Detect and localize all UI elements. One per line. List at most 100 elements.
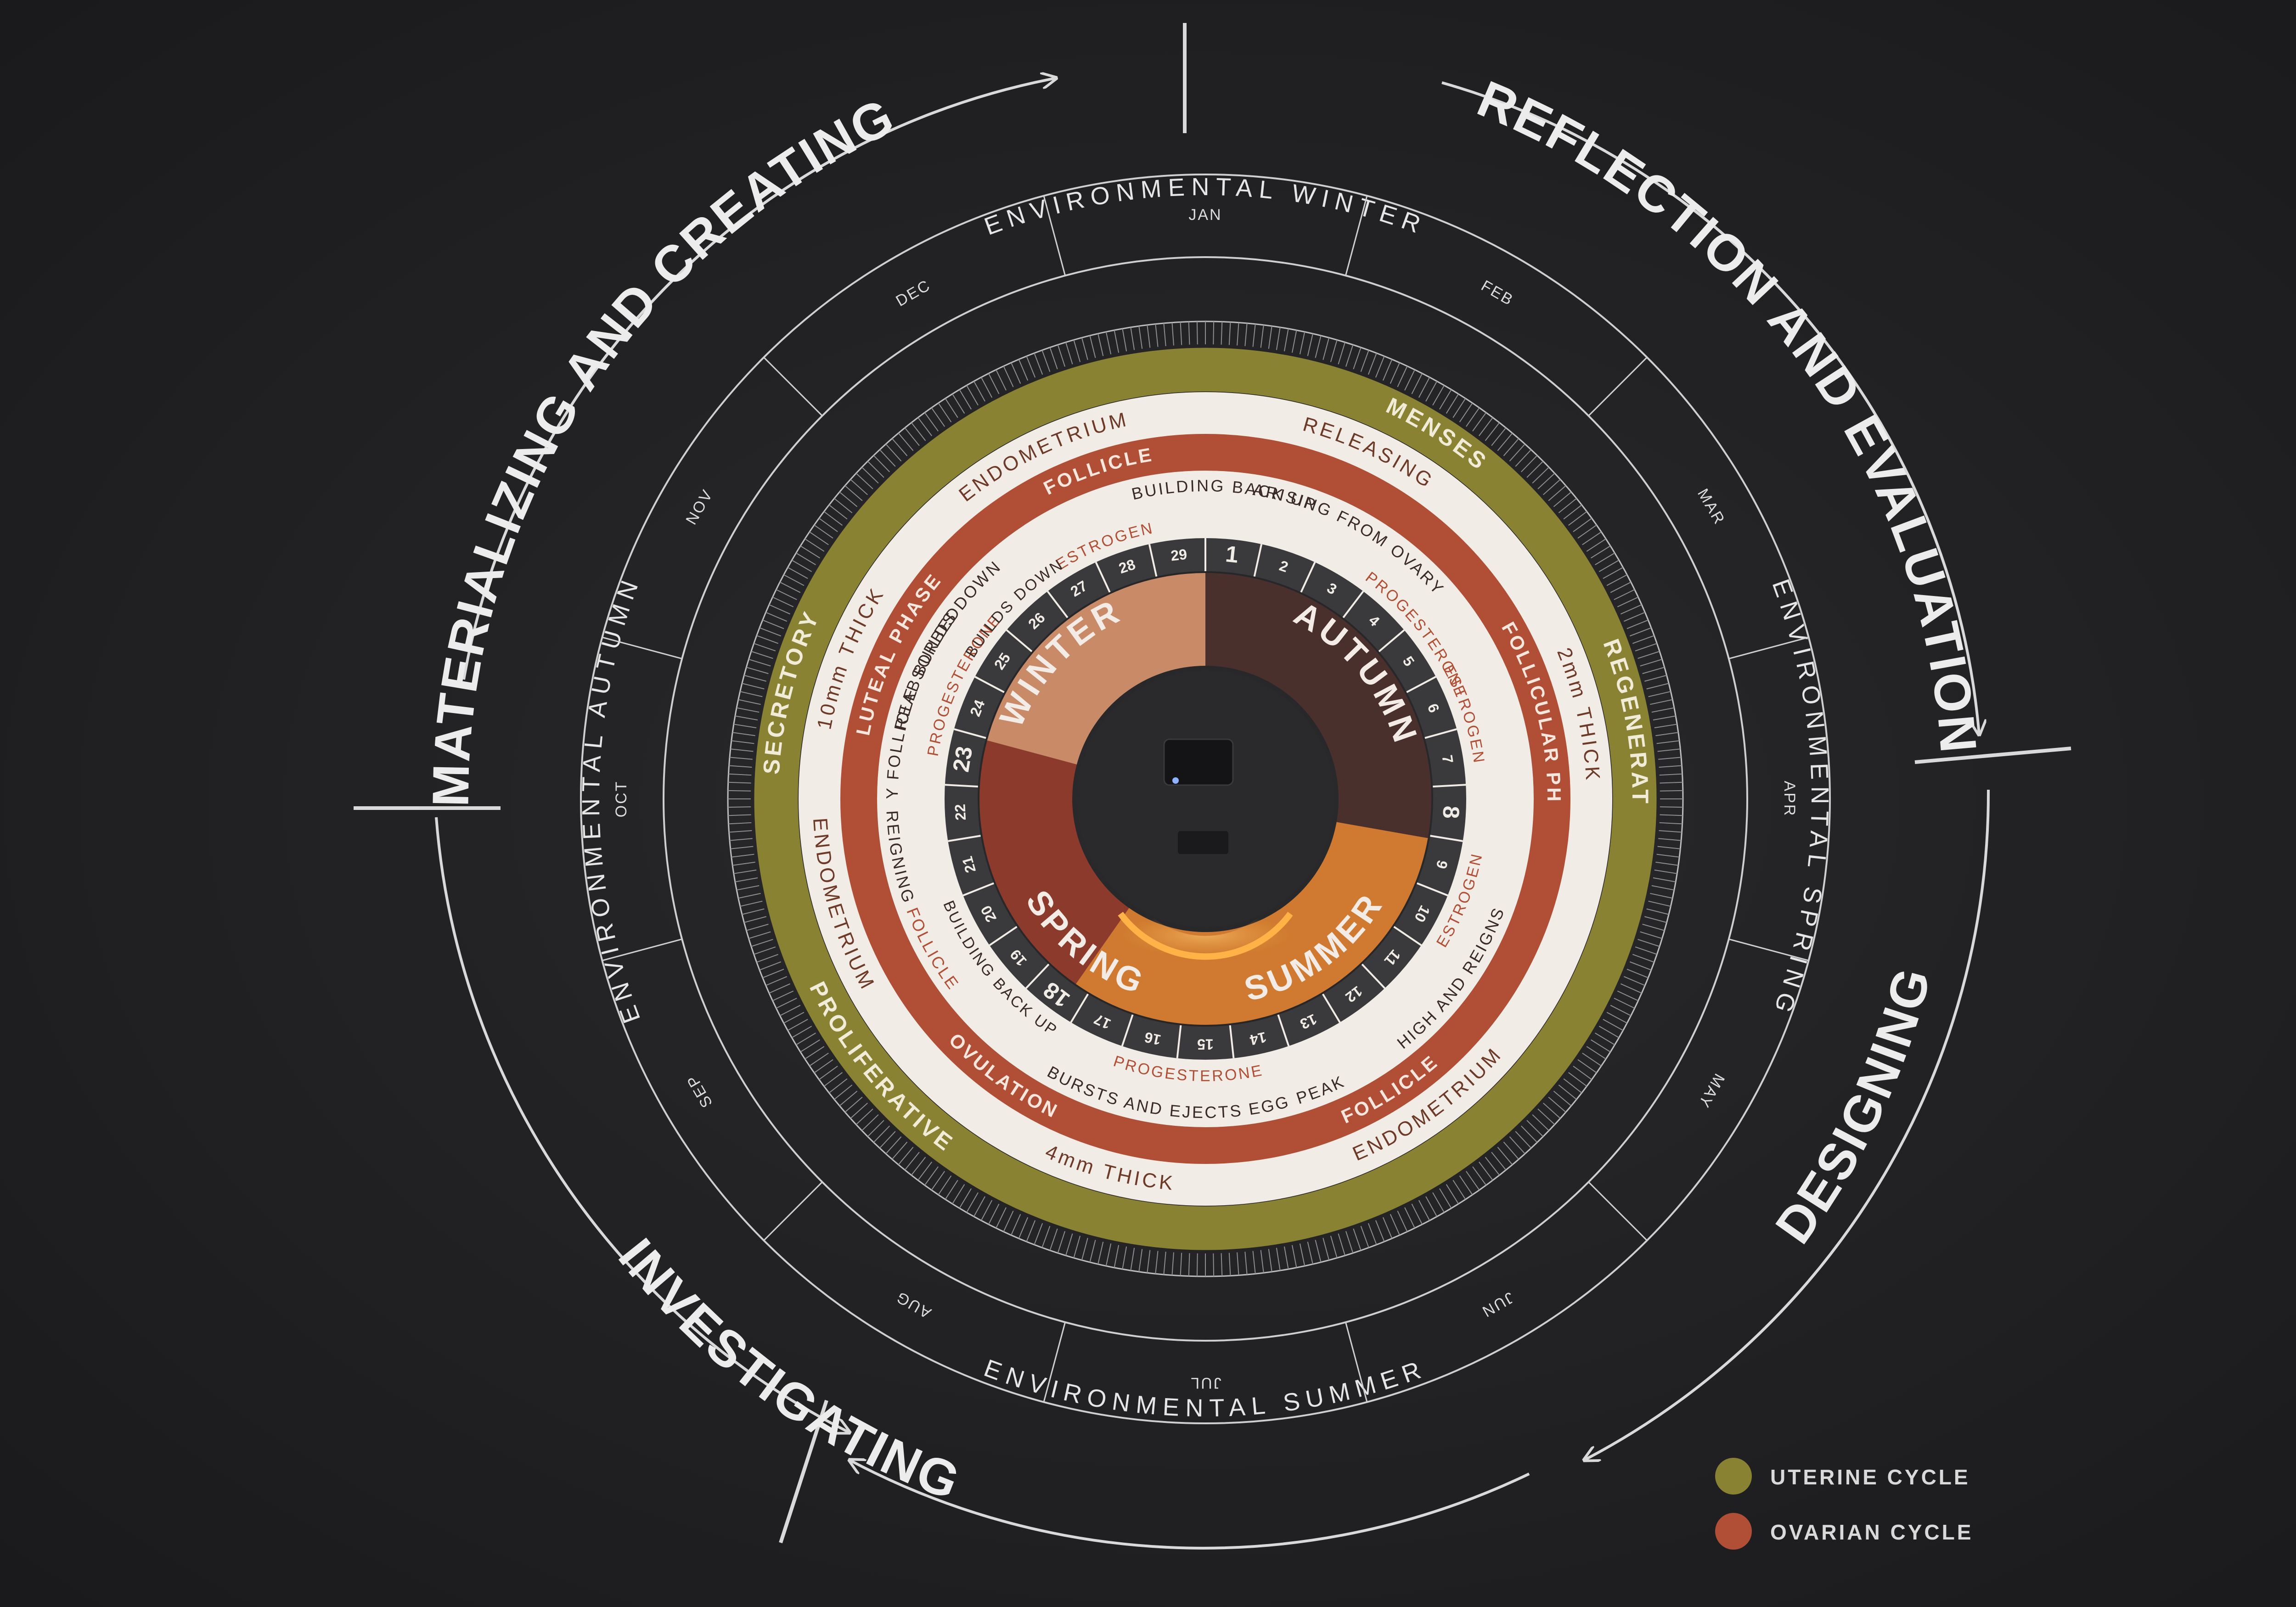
tick-mark [730,748,754,752]
tick-mark [1509,1136,1525,1154]
phase-dividers [354,23,2071,1544]
tick-mark [952,393,965,414]
phase-arc-bottom-left [435,817,850,1433]
tick-mark [1283,1246,1289,1270]
tick-mark [1548,485,1566,501]
tick-mark [1307,333,1313,356]
tick-mark [1646,908,1669,915]
tick-mark [1299,1243,1306,1266]
tick-mark [1655,861,1679,866]
tick-mark [1003,1210,1014,1232]
tick-mark [746,923,769,931]
tick-mark [1653,715,1676,721]
tick-mark [1614,589,1635,600]
tick-mark [1382,359,1393,381]
tick-mark [1650,699,1673,705]
tick-mark [1425,381,1438,402]
tick-mark [1073,1236,1081,1258]
tick-mark [732,861,755,866]
legend: UTERINE CYCLE OVARIAN CYCLE [1715,1458,1971,1550]
electronics-box [1163,738,1234,786]
tick-mark [1299,332,1306,354]
tick-mark [787,567,808,579]
tick-mark [1640,658,1662,667]
tick-mark [776,998,797,1009]
tick-mark [1367,1223,1377,1245]
tick-mark [1491,427,1507,446]
tick-mark [1568,511,1587,526]
tick-mark [924,1166,939,1186]
day-number: 7 [1439,754,1456,764]
tick-mark [1459,1175,1473,1195]
tick-mark [850,1102,868,1119]
day-divider [1176,1025,1182,1058]
tick-mark [1105,1243,1112,1266]
center-hub [1077,670,1334,927]
tick-mark [1610,1005,1632,1017]
tick-mark [1221,1253,1223,1276]
tick-mark [834,1084,853,1100]
tick-mark [1011,1214,1021,1236]
tick-mark [1532,466,1549,484]
tick-mark [1244,1252,1248,1275]
tick-mark [1196,1253,1198,1276]
tick-mark [1640,931,1662,939]
tick-mark [1315,1240,1322,1263]
tick-mark [1548,1096,1566,1113]
tick-mark [1614,998,1635,1009]
month-divider [763,357,823,416]
tick-mark [1623,976,1645,986]
tick-mark [733,869,757,874]
day-number: 22 [951,804,969,820]
tick-mark [988,373,1000,394]
tick-mark [1537,472,1555,489]
tick-mark [980,1200,993,1221]
tick-mark [917,417,933,436]
day-divider [1095,562,1111,593]
tick-mark [756,954,779,963]
day-number: 15 [1197,1036,1214,1053]
tick-mark [1114,330,1120,353]
tick-mark [746,667,769,674]
day-number: 8 [1438,805,1464,820]
uterine-cycle-ring [754,348,1657,1250]
tick-mark [1276,1247,1281,1271]
tick-mark [738,699,761,705]
tick-mark [996,1207,1007,1229]
tick-mark [1485,1157,1500,1176]
tick-mark [1656,854,1680,858]
tick-mark [844,1096,863,1113]
tick-mark [1558,1084,1577,1100]
tick-mark [1283,328,1289,352]
tick-mark [1563,504,1582,520]
phase-arc-top-left [462,78,1056,680]
tick-mark [1130,1247,1135,1271]
tick-mark [744,916,766,923]
tick-mark [1147,325,1151,348]
tick-mark [728,814,751,816]
tick-mark [1418,1200,1430,1221]
tick-mark [783,1011,805,1024]
tick-mark [873,455,890,472]
tick-mark [1244,323,1248,346]
tick-mark [731,854,754,858]
tick-mark [1648,691,1671,697]
tick-mark [1520,455,1538,472]
tick-mark [728,773,752,776]
tick-mark [1041,350,1051,372]
tick-mark [748,931,771,939]
tick-mark [791,1026,812,1038]
tick-mark [1188,321,1190,345]
tick-mark [973,1196,985,1217]
tick-mark [729,757,753,760]
tick-mark [959,389,972,410]
month-divider [1588,357,1648,416]
tick-mark [1472,1166,1487,1186]
tick-mark [1658,838,1682,841]
tick-mark [1526,1120,1544,1137]
tick-mark [1659,765,1682,768]
tick-mark [861,1114,879,1131]
tick-mark [1018,359,1029,381]
tick-mark [1610,581,1632,593]
tick-mark [931,1171,945,1191]
